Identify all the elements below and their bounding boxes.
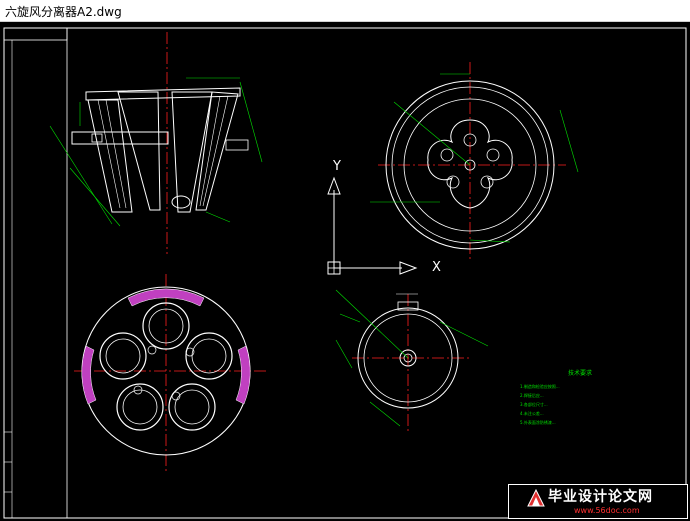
cs-small-hole-4 (133, 385, 143, 395)
top-ring-3 (403, 98, 537, 232)
top-hole-4 (446, 175, 460, 189)
dim-line-1 (49, 125, 113, 225)
dim-line-4 (239, 81, 263, 163)
top-hole-3 (480, 175, 494, 189)
detail-top-tab (397, 301, 419, 311)
ucs-x-label: X (432, 260, 441, 275)
cs-hatch-right (235, 345, 251, 405)
cs-small-hole-1 (147, 345, 157, 355)
detail-inner (363, 313, 453, 403)
cs-cyclone-3 (168, 383, 216, 431)
detail-dim-2 (339, 313, 361, 323)
detail-dim-4 (369, 401, 401, 427)
technical-notes-title: 技术要求 (567, 370, 592, 377)
cross-section-view[interactable] (74, 274, 268, 472)
inlet-flange (91, 133, 103, 143)
title-bar: 六旋风分离器A2.dwg (0, 0, 690, 22)
top-hole-2 (486, 148, 500, 162)
cone-outline-left (87, 99, 133, 213)
technical-notes: 技术要求 1.制造和检验应按照... 2.焊接后应... 3.各部位尺寸... … (520, 368, 640, 427)
cs-small-hole-2 (185, 347, 195, 357)
watermark-logo-icon (527, 488, 545, 507)
ucs-y-arrow (327, 176, 341, 195)
cs-cyclone-4-in (122, 389, 158, 425)
detail-view[interactable] (335, 289, 489, 434)
top-ring-2 (391, 86, 549, 244)
detail-dim-3 (335, 339, 353, 369)
watermark-url: www.56doc.com (574, 506, 640, 515)
cone-inner-right (199, 95, 229, 207)
cone-outline-right (195, 91, 239, 211)
cs-cyclone-3-in (174, 389, 210, 425)
detail-hub (399, 349, 417, 367)
top-hole-1 (463, 133, 477, 147)
cs-cyclone-5 (99, 332, 147, 380)
outlet-pipe (225, 139, 249, 151)
top-outer-ring (385, 80, 555, 250)
cad-drawing[interactable] (0, 22, 690, 521)
top-rim (85, 87, 241, 101)
top-hole-5 (440, 148, 454, 162)
cs-cyclone-5-in (105, 338, 141, 374)
technical-note-3: 3.各部位尺寸... (520, 402, 548, 407)
cs-cyclone-4 (116, 383, 164, 431)
cs-hatch-left (81, 345, 97, 405)
detail-outer (357, 307, 459, 409)
window-title: 六旋风分离器A2.dwg (5, 5, 122, 19)
cone-tube-right (171, 91, 213, 213)
ucs-icon (327, 176, 418, 275)
cs-cyclone-2-in (191, 338, 227, 374)
drawing-frame-inner (66, 27, 687, 519)
technical-note-4: 4.未注公差... (520, 411, 544, 416)
watermark-text: 毕业设计论文网 (548, 489, 653, 505)
drawing-canvas[interactable]: Y X 技术要求 1.制造和检验应按照... 2.焊接后应... 3.各部位尺寸… (0, 22, 690, 521)
top-dim-5 (469, 239, 511, 243)
cs-cyclone-2 (185, 332, 233, 380)
top-hole-6 (464, 159, 476, 171)
cone-inner-left (97, 99, 127, 209)
top-view[interactable] (370, 62, 579, 262)
top-dim-1 (393, 101, 471, 166)
ucs-y-label: Y (333, 159, 341, 174)
top-dim-3 (559, 109, 579, 173)
section-view[interactable] (49, 32, 263, 254)
cs-small-hole-3 (171, 391, 181, 401)
cs-cyclone-1-in (148, 308, 184, 344)
bottom-outlet (171, 195, 191, 209)
detail-dim-5 (439, 321, 489, 347)
dim-line-2 (69, 167, 121, 227)
corner-label-box (3, 27, 68, 41)
inlet-pipe (71, 131, 169, 145)
dim-line-5 (205, 211, 231, 223)
detail-dim-1 (335, 289, 409, 359)
cs-hatch-top (127, 288, 205, 307)
technical-note-5: 5.外表面涂防锈漆... (520, 420, 556, 425)
ucs-x-arrow (399, 261, 418, 275)
technical-note-1: 1.制造和检验应按照... (520, 384, 560, 389)
cone-tube-left (117, 91, 161, 211)
technical-note-2: 2.焊接后应... (520, 393, 544, 398)
detail-hub-in (403, 353, 413, 363)
top-flower (427, 119, 513, 209)
cs-cyclone-1 (142, 302, 190, 350)
